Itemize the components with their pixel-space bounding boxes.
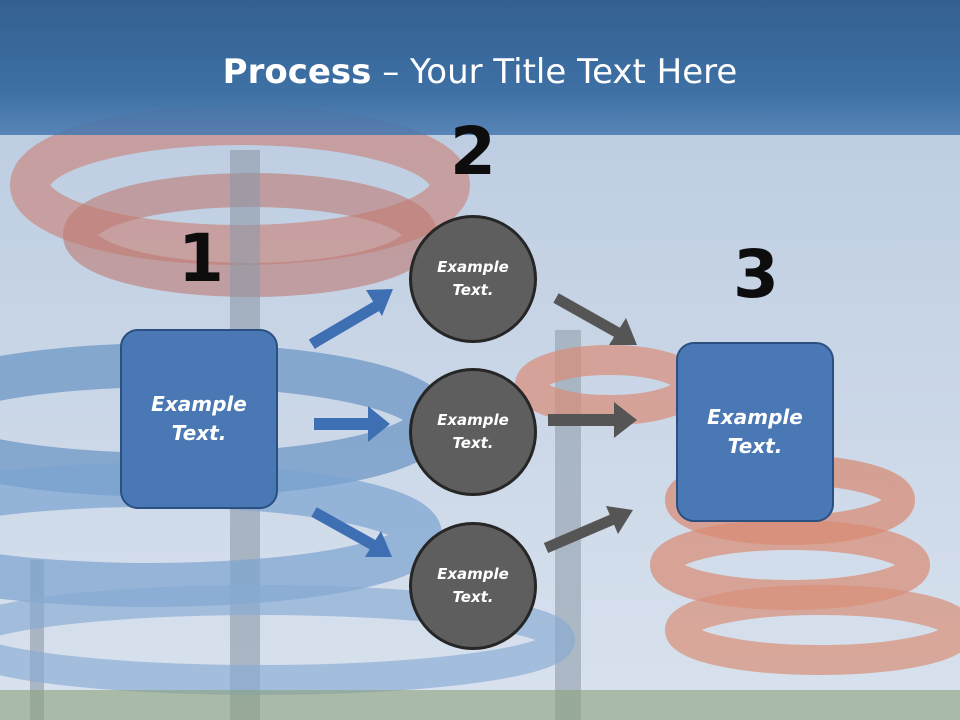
blue-arrow-up [309,289,393,349]
title-bold: Process [222,52,372,92]
blue-arrow-right [314,406,390,442]
right-box-line1: Example [707,405,803,429]
circle-top-line2: Text. [452,281,494,299]
left-box-line1: Example [151,392,247,416]
circle-middle-line2: Text. [452,434,494,452]
gray-arrow-right [548,402,637,438]
title-dash: – [371,52,411,92]
title-band [0,0,960,135]
gray-arrow-down [553,293,637,345]
step-number-1: 1 [178,220,224,297]
gray-arrow-up [543,506,633,554]
title-rest: Your Title Text Here [410,52,738,92]
left-box-line2: Text. [171,421,227,445]
circle-middle-line1: Example [437,411,509,429]
right-box-line2: Text. [727,434,783,458]
circle-bottom-line1: Example [437,565,509,583]
step-number-2: 2 [450,113,496,190]
circle-bottom-line2: Text. [452,588,494,606]
blue-arrow-down [311,507,392,557]
step-number-3: 3 [733,236,779,313]
circle-top-line1: Example [437,258,509,276]
slide-title: Process – Your Title Text Here [0,52,960,92]
